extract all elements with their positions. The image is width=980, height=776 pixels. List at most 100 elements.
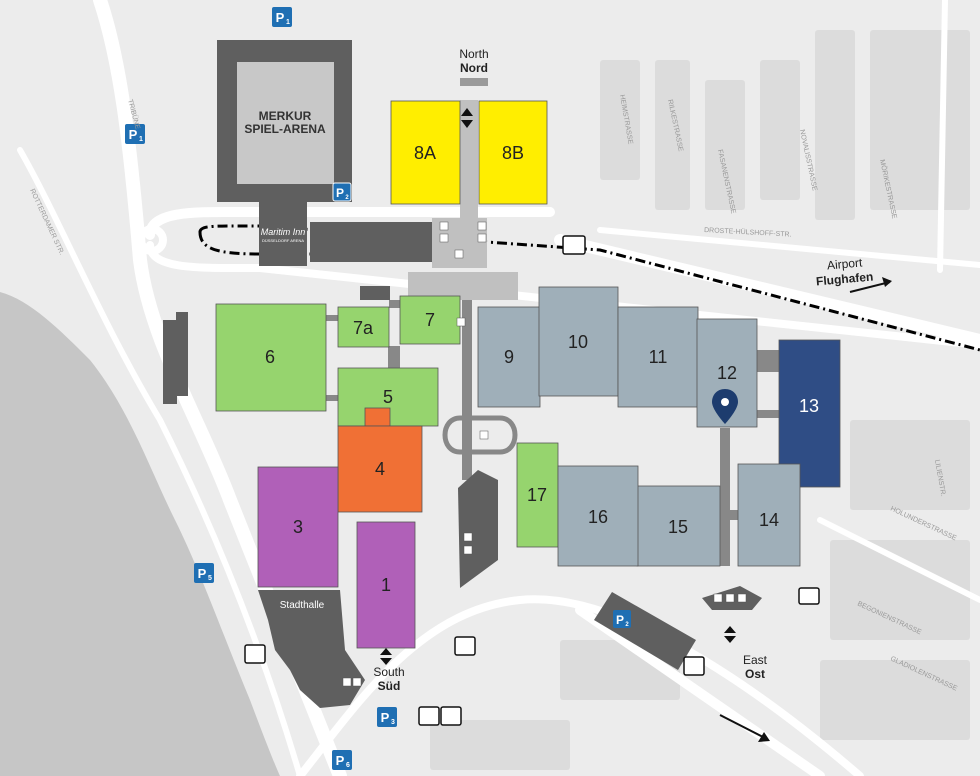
hall-10 [538, 286, 619, 397]
hall-label-13: 13 [799, 396, 819, 416]
parking-garage-east[interactable]: P 2 [594, 592, 696, 670]
info-icon [352, 677, 362, 687]
airport-label-en: Airport [826, 255, 863, 272]
hall-9 [477, 306, 541, 408]
hotel-label-line2: DÜSSELDORF ARENA [262, 238, 304, 243]
hall-labels: 8A 8B 7a 7 6 5 4 3 1 17 9 10 11 12 13 14… [265, 143, 819, 595]
hall-8a [390, 100, 461, 205]
parking-sign-icon [194, 563, 214, 583]
parking-p6[interactable]: P 6 [332, 750, 352, 770]
info-icon [463, 545, 473, 555]
hall-label-8a: 8A [414, 143, 436, 163]
arena-label-line2: SPIEL-ARENA [244, 122, 326, 136]
hall-label-12: 12 [717, 363, 737, 383]
info-icon [725, 593, 735, 603]
svg-text:5: 5 [208, 575, 212, 582]
info-icon [456, 317, 466, 327]
bus-stop-icon [418, 706, 440, 726]
svg-text:1: 1 [139, 136, 143, 143]
parking-p2-arena[interactable]: P 2 [332, 182, 352, 202]
hall-label-1: 1 [381, 575, 391, 595]
hall-label-7a: 7a [353, 318, 374, 338]
congress-bridge [310, 222, 432, 262]
hall-label-16: 16 [588, 507, 608, 527]
bus-stop-icon [562, 235, 586, 255]
parking-sign-icon [332, 182, 352, 202]
info-icon [713, 593, 723, 603]
hall-7 [399, 295, 461, 345]
parking-sign-icon [272, 7, 292, 27]
hall-label-9: 9 [504, 347, 514, 367]
south-entrance-arrows-icon [380, 648, 392, 665]
hall-6 [215, 303, 327, 412]
hall-label-15: 15 [668, 517, 688, 537]
hall-17 [516, 442, 559, 548]
arena-label-line1: MERKUR [259, 109, 312, 123]
north-gate-bar [460, 78, 488, 86]
airport-arrowhead-icon [882, 277, 892, 287]
hall-4 [337, 425, 423, 513]
parking-p5[interactable]: P 5 [194, 563, 214, 583]
location-pin-icon[interactable] [712, 389, 738, 424]
hall-13 [778, 339, 841, 488]
east-entrance-label-en: East [743, 653, 768, 667]
arena-inner [237, 62, 334, 184]
svg-text:1: 1 [286, 19, 290, 26]
small-dark-block [360, 286, 390, 300]
hotel-building [259, 202, 307, 266]
east-entrance-label-de: Ost [745, 667, 765, 681]
info-icon [342, 677, 352, 687]
hall-7a [337, 306, 390, 348]
parking-p3[interactable]: P 3 [377, 707, 397, 727]
north-corridor [460, 100, 478, 220]
east-avenue [575, 605, 825, 776]
svg-text:P: P [381, 710, 390, 725]
hall-label-4: 4 [375, 459, 385, 479]
info-icon [454, 249, 464, 259]
parking-sign-icon [377, 707, 397, 727]
bus-stop-icon [440, 706, 462, 726]
service-icons [342, 221, 747, 687]
svg-text:P: P [616, 613, 624, 627]
hall-label-6: 6 [265, 347, 275, 367]
southeast-arrowhead-icon [758, 732, 770, 742]
parking-p1-left[interactable]: P 1 [125, 124, 145, 144]
hall-8b [478, 100, 548, 205]
south-entrance-label-de: Süd [378, 679, 401, 693]
info-icon [477, 221, 487, 231]
south-curve-road [296, 595, 864, 776]
hall-3 [257, 466, 339, 588]
hall-label-8b: 8B [502, 143, 524, 163]
north-entrance-label-en: North [459, 47, 488, 61]
southeast-arrow-icon [719, 714, 766, 739]
hall-label-3: 3 [293, 517, 303, 537]
roundabout [137, 225, 167, 255]
hall-label-5: 5 [383, 387, 393, 407]
parking-sign-icon [613, 610, 631, 628]
parking-p1-top[interactable]: P 1 [272, 7, 292, 27]
hall-1 [356, 521, 416, 649]
airport-arrow-icon [849, 281, 891, 293]
hall-16 [557, 465, 639, 567]
north-entrance-label-de: Nord [460, 61, 488, 75]
hall-14 [737, 463, 801, 567]
bus-stop-icon [683, 656, 705, 676]
hall-label-10: 10 [568, 332, 588, 352]
svg-text:6: 6 [346, 762, 350, 769]
info-icon [477, 233, 487, 243]
west-building-b [176, 312, 188, 396]
bus-stop-icon [244, 644, 266, 664]
west-building-a [163, 320, 177, 404]
hall-label-17: 17 [527, 485, 547, 505]
svg-text:3: 3 [391, 719, 395, 726]
airport-road [554, 234, 980, 346]
stadthalle-building [258, 590, 365, 708]
hall-label-14: 14 [759, 510, 779, 530]
svg-text:P: P [336, 753, 345, 768]
hall-5-annex [364, 407, 391, 427]
north-entrance-arrows-icon [461, 108, 473, 128]
bus-stop-icons [244, 235, 820, 726]
south-entrance-label-en: South [373, 665, 404, 679]
parking-sign-icon [332, 750, 352, 770]
